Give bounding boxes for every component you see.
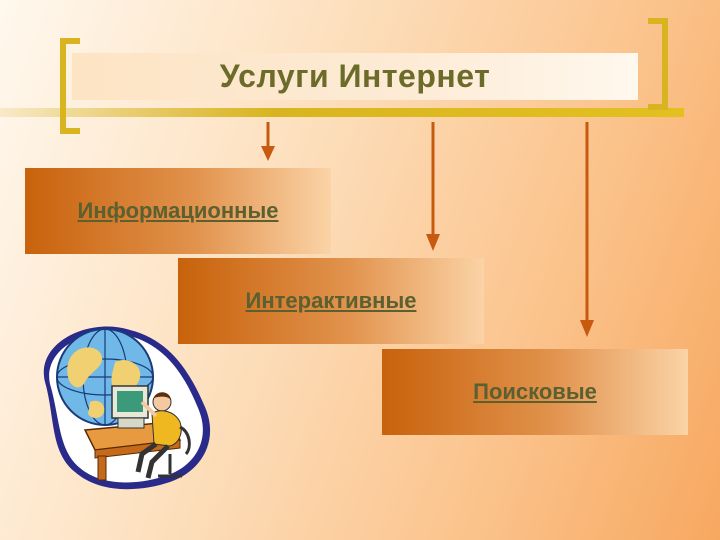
arrow-to-informational: [261, 122, 275, 161]
service-box-search[interactable]: Поисковые: [382, 349, 688, 435]
service-link-search[interactable]: Поисковые: [473, 379, 597, 404]
arrow-to-search: [580, 122, 594, 337]
right-bracket-icon: [648, 18, 668, 110]
title-bar: Услуги Интернет: [72, 53, 638, 100]
slide-title: Услуги Интернет: [219, 58, 491, 94]
globe-computer-user-clipart-icon: [43, 326, 211, 490]
service-box-interactive[interactable]: Интерактивные: [178, 258, 484, 344]
gold-divider-line: [0, 108, 684, 117]
service-box-informational[interactable]: Информационные: [25, 168, 331, 254]
service-link-informational[interactable]: Информационные: [77, 198, 279, 223]
left-bracket-icon: [60, 38, 80, 134]
arrow-to-interactive: [426, 122, 440, 251]
service-link-interactive[interactable]: Интерактивные: [245, 288, 417, 313]
